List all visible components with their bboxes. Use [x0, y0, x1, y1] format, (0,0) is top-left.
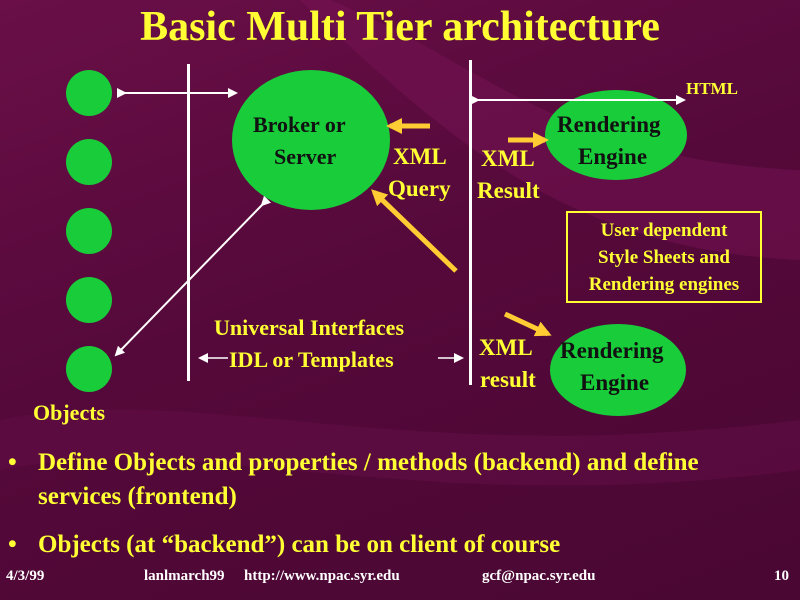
bullet-text: Objects (at “backend”) can be on client …	[38, 531, 561, 558]
bullet-text: Define Objects and properties / methods …	[38, 449, 699, 510]
object-circle	[66, 70, 112, 116]
broker-label-line2: Server	[274, 144, 337, 169]
xml-result-bottom-arrow	[503, 311, 552, 337]
broker-label-line1: Broker or	[253, 112, 346, 137]
xml-result-bottom-result: result	[480, 367, 536, 392]
objects-label: Objects	[33, 400, 106, 425]
slide-title: Basic Multi Tier architecture	[140, 4, 660, 50]
footer-email: gcf@npac.syr.edu	[482, 568, 596, 584]
xml-result-label-result: Result	[477, 178, 540, 203]
xml-query-label-query: Query	[388, 176, 451, 201]
rendering-top-line1: Rendering	[557, 112, 661, 137]
bullet-marker: •	[8, 531, 17, 558]
rendering-bottom-line1: Rendering	[560, 338, 664, 363]
rendering-engine-node-bottom	[550, 324, 686, 416]
broker-diagonal-orange-arrow	[371, 189, 458, 273]
note-line2: Style Sheets and	[598, 247, 730, 268]
xml-query-label-xml: XML	[393, 144, 447, 169]
object-circle	[66, 346, 112, 392]
user-dependent-note-box: User dependent Style Sheets and Renderin…	[566, 211, 762, 303]
divider-line-right	[469, 60, 472, 385]
html-label: HTML	[686, 79, 738, 98]
bullet-marker: •	[8, 449, 17, 476]
xml-result-bottom-xml: XML	[479, 335, 533, 360]
rendering-bottom-line2: Engine	[580, 370, 650, 395]
footer-source: lanlmarch99	[144, 568, 225, 584]
object-circle	[66, 208, 112, 254]
footer-date: 4/3/99	[6, 568, 45, 584]
broker-server-node	[232, 70, 390, 210]
xml-result-label-xml: XML	[481, 146, 535, 171]
rendering-top-line2: Engine	[578, 144, 648, 169]
rendering-engine-node-top	[545, 90, 687, 180]
object-circle	[66, 277, 112, 323]
footer-page-number: 10	[774, 568, 789, 584]
note-line3: Rendering engines	[588, 274, 740, 295]
object-circle	[66, 139, 112, 185]
note-line1: User dependent	[600, 220, 728, 241]
broker-object-diagonal-arrow	[114, 195, 272, 357]
footer-url: http://www.npac.syr.edu	[244, 568, 400, 584]
